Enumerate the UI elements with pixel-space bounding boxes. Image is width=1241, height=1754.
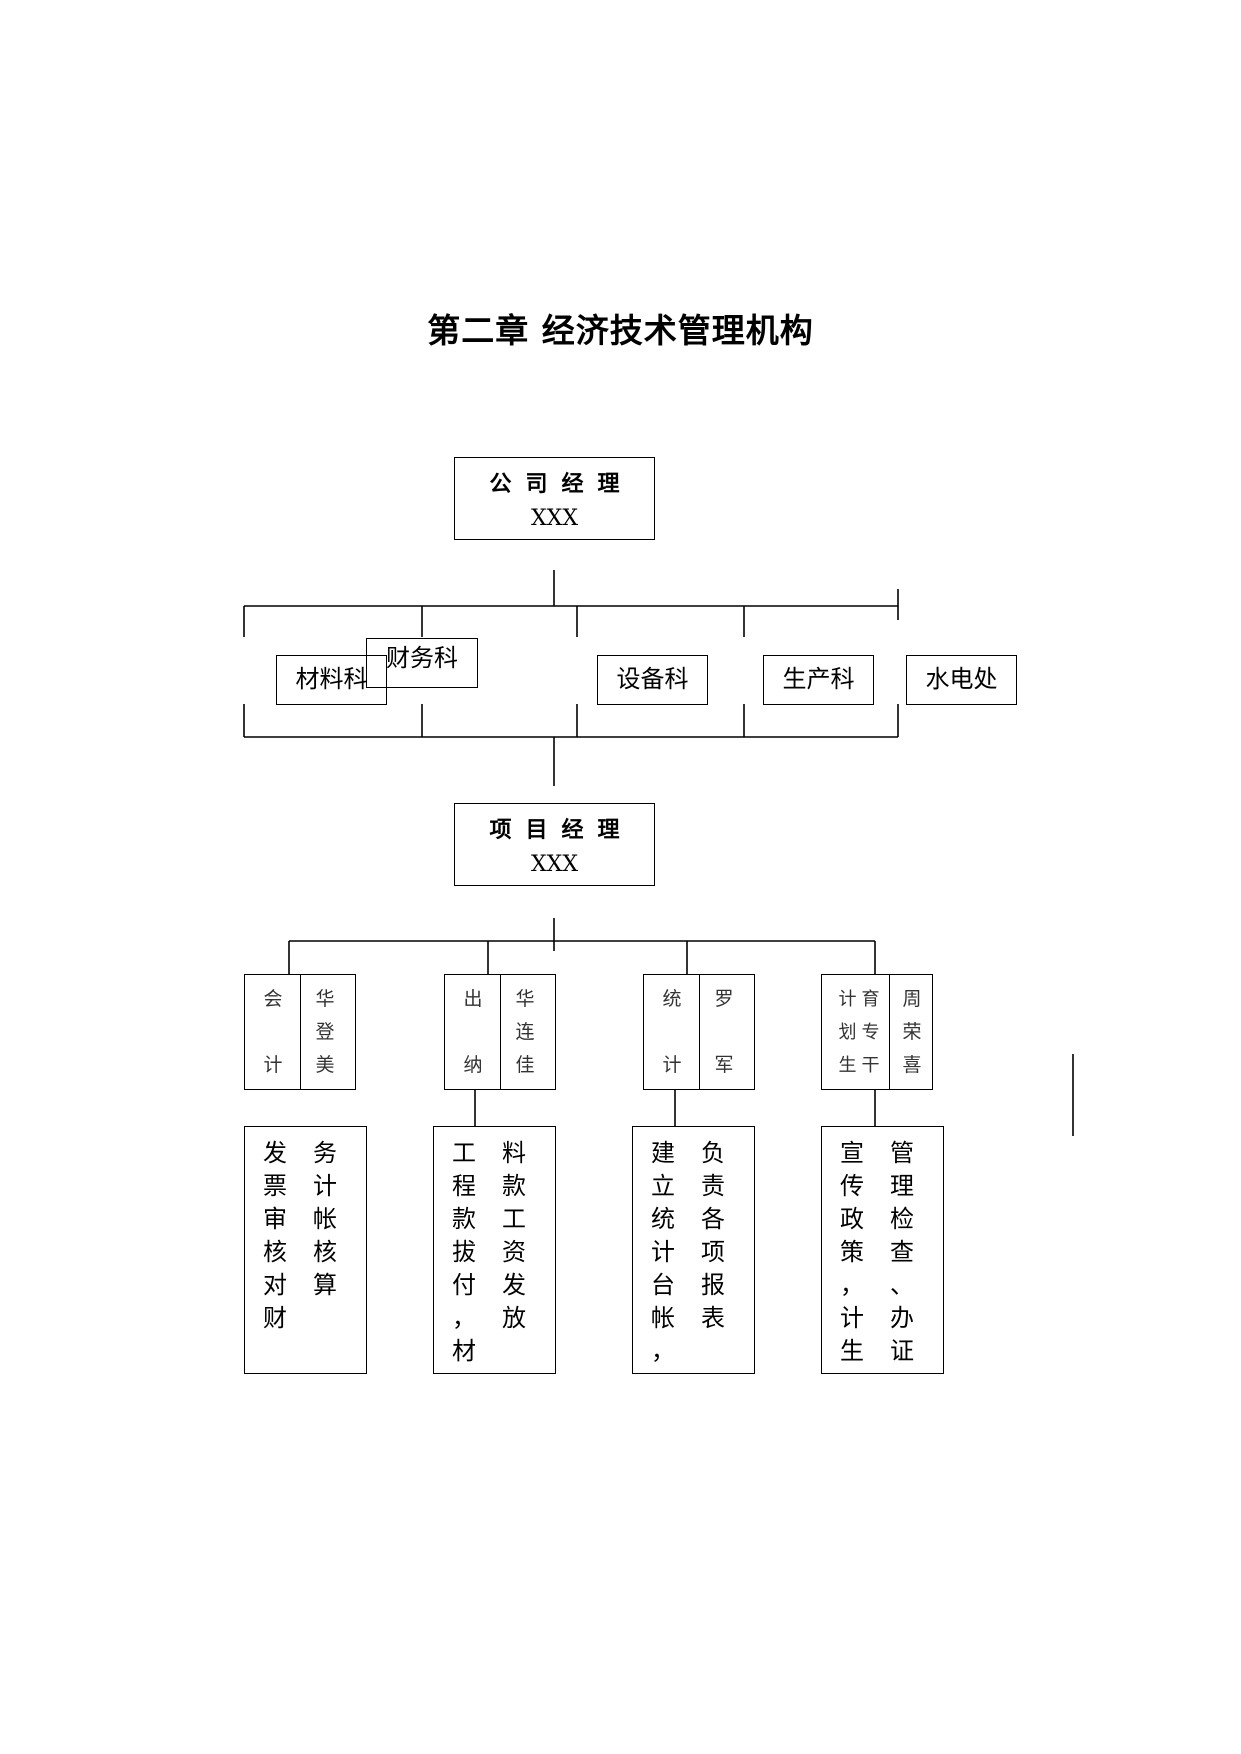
department-production: 生产科 bbox=[763, 655, 874, 705]
department-materials: 材料科 bbox=[276, 655, 387, 705]
staff-role: 统计 bbox=[662, 988, 682, 1076]
duty-box-cashier: 工程款拔付，材 料款工资发放 bbox=[433, 1126, 556, 1374]
staff-name: 华连佳 bbox=[515, 988, 535, 1076]
staff-box-accountant: 会计 华登美 bbox=[244, 974, 356, 1090]
duty-left: 发票审核对财 bbox=[263, 1139, 287, 1332]
staff-box-family-planning: 计划生育专干 周荣喜 bbox=[821, 974, 933, 1090]
duty-right: 管理检查、办证 bbox=[890, 1139, 914, 1365]
duty-box-accountant: 发票审核对财 务计帐核算 bbox=[244, 1126, 367, 1374]
department-hydropower: 水电处 bbox=[906, 655, 1017, 705]
company-manager-role: 公司经理 bbox=[489, 472, 634, 497]
staff-box-statistician: 统计 罗军 bbox=[643, 974, 755, 1090]
department-equipment: 设备科 bbox=[597, 655, 708, 705]
company-manager-name: XXX bbox=[531, 506, 578, 531]
staff-role: 计划生育专干 bbox=[838, 989, 880, 1076]
duty-right: 务计帐核算 bbox=[313, 1139, 337, 1299]
duty-left: 建立统计台帐， bbox=[651, 1139, 675, 1365]
staff-name: 华登美 bbox=[315, 988, 335, 1076]
duty-left: 宣传政策，计生 bbox=[840, 1139, 864, 1365]
duty-right: 负责各项报表 bbox=[701, 1139, 725, 1332]
duty-box-statistician: 建立统计台帐， 负责各项报表 bbox=[632, 1126, 755, 1374]
page-title: 第二章 经济技术管理机构 bbox=[427, 311, 814, 350]
staff-name: 周荣喜 bbox=[902, 988, 922, 1076]
project-manager-box: 项目经理 XXX bbox=[454, 803, 655, 886]
staff-box-cashier: 出纳 华连佳 bbox=[444, 974, 556, 1090]
department-finance: 财务科 bbox=[366, 638, 478, 688]
staff-role: 会计 bbox=[263, 988, 283, 1076]
duty-right: 料款工资发放 bbox=[502, 1139, 526, 1332]
duty-left: 工程款拔付，材 bbox=[452, 1139, 476, 1365]
project-manager-role: 项目经理 bbox=[489, 818, 634, 843]
staff-role: 出纳 bbox=[463, 988, 483, 1076]
staff-name: 罗军 bbox=[714, 988, 734, 1076]
project-manager-name: XXX bbox=[531, 852, 578, 877]
duty-box-family-planning: 宣传政策，计生 管理检查、办证 bbox=[821, 1126, 944, 1374]
company-manager-box: 公司经理 XXX bbox=[454, 457, 655, 540]
